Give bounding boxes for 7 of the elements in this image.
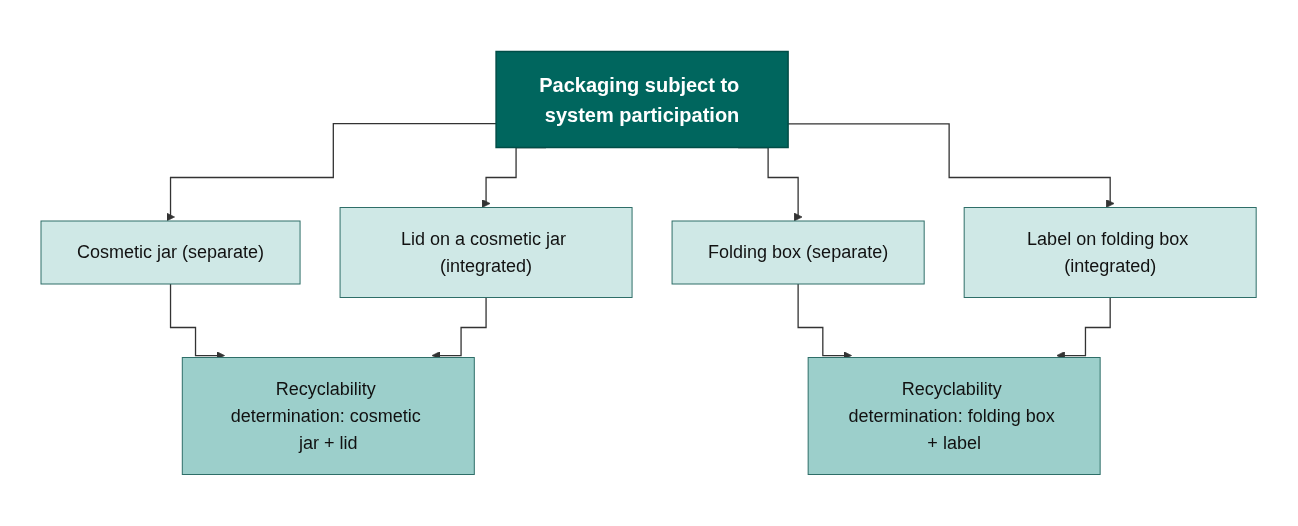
node-box: Recyclability determination: cosmetic jar + lid [182,357,476,475]
node-box: Label on folding box (integrated) [964,207,1258,298]
node-box: Packaging subject to system participation [495,50,790,149]
node-box: Folding box (separate) [671,220,926,285]
node-box: Lid on a cosmetic jar (integrated) [339,207,633,298]
node-box: Cosmetic jar (separate) [40,220,301,285]
node-box: Recyclability determination: folding box + label [808,357,1102,475]
